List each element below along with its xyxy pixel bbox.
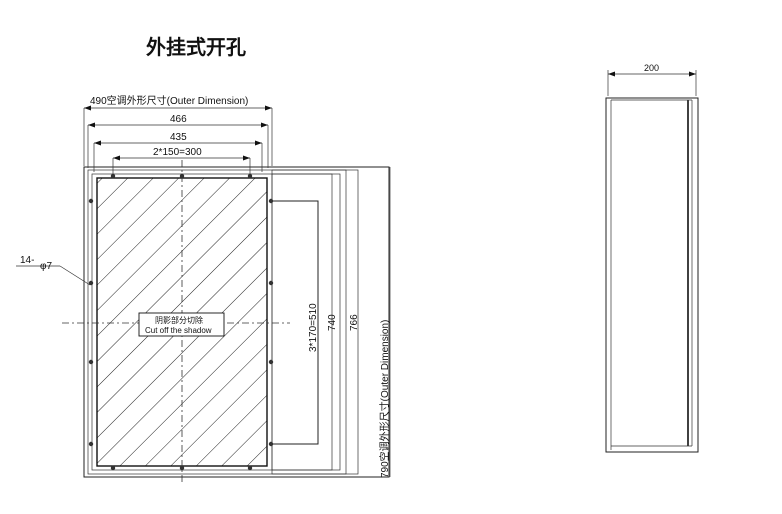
dim-outer-width: 490空调外形尺寸(Outer Dimension) xyxy=(90,94,248,107)
drawing-title: 外挂式开孔 xyxy=(146,35,246,59)
dim-hole-spacing-top: 2*150=300 xyxy=(153,147,202,158)
dim-height-766: 766 xyxy=(349,314,360,331)
hole-spacing-frame xyxy=(272,200,319,445)
cut-note-chinese: 阴影部分切除 xyxy=(155,315,203,325)
outline-740 xyxy=(91,173,333,471)
dim-height-740: 740 xyxy=(327,314,338,331)
mounting-holes xyxy=(88,173,274,471)
dim-outer-height: 790空调外形尺寸(Outer Dimension) xyxy=(378,320,391,478)
frame-edge-b xyxy=(271,173,341,471)
dim-width-466: 466 xyxy=(170,114,187,125)
dim-depth: 200 xyxy=(644,63,659,73)
dim-height-hole-spacing: 3*170=510 xyxy=(308,303,319,352)
side-outline xyxy=(605,97,699,453)
hole-callout-count: 14- xyxy=(20,255,34,266)
hole-callout-diameter: φ7 xyxy=(40,261,52,272)
front-view: 490空调外形尺寸(Outer Dimension) 466 435 2*150… xyxy=(16,94,391,485)
cut-note-english: Cut off the shadow xyxy=(145,326,212,335)
cut-note-box xyxy=(138,312,225,337)
outline-766 xyxy=(87,169,347,475)
dim-width-435: 435 xyxy=(170,132,187,143)
outer-outline xyxy=(83,166,390,478)
side-view: 200 xyxy=(605,63,699,453)
